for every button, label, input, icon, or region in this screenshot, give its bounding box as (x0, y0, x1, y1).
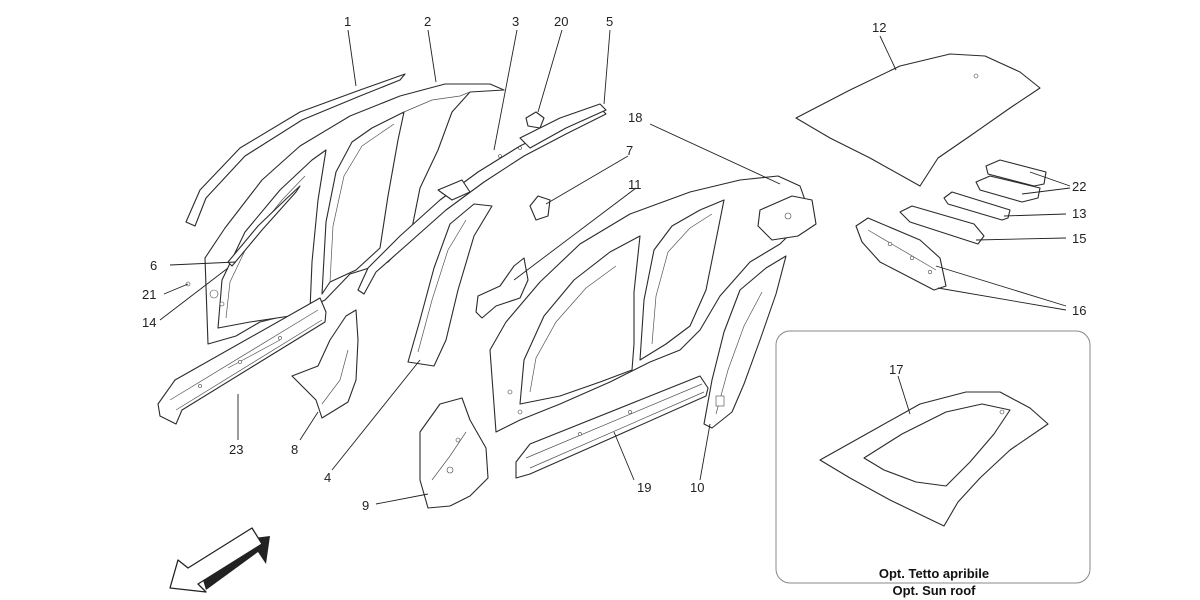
part-22-rear-cross-member[interactable] (985, 159, 1047, 187)
sunroof-option-frame (775, 330, 1091, 584)
callout-14: 14 (142, 315, 156, 330)
part-18-rear-door-opening (639, 199, 725, 361)
part-20-clip[interactable] (525, 111, 545, 129)
part-6-window-channel[interactable] (227, 185, 301, 267)
part-12-roof-panel[interactable] (795, 53, 1041, 187)
callout-7: 7 (626, 143, 633, 158)
callout-3: 3 (512, 14, 519, 29)
callout-2: 2 (424, 14, 431, 29)
part-5-bracket[interactable] (519, 103, 607, 149)
upper-rails (357, 103, 607, 295)
callout-17: 17 (889, 362, 903, 377)
callout-23: 23 (229, 442, 243, 457)
part-15-windshield-header[interactable] (899, 205, 985, 245)
callout-11: 11 (628, 177, 642, 192)
part-3-rail-bracket (437, 179, 471, 201)
callout-8: 8 (291, 442, 298, 457)
left-body-side (185, 73, 505, 345)
sunroof-option-box: Opt. Tetto apribile Opt. Sun roof (775, 330, 1091, 598)
part-8-pillar-bracket[interactable] (291, 309, 359, 419)
part-7-small-bracket[interactable] (529, 195, 551, 221)
part-18-front-door-opening (519, 235, 641, 405)
callout-15: 15 (1072, 231, 1086, 246)
part-3-roof-side-rail[interactable] (357, 107, 607, 295)
callout-20: 20 (554, 14, 568, 29)
callout-12: 12 (872, 20, 886, 35)
callout-13: 13 (1072, 206, 1086, 221)
part-2-rear-door-opening (321, 111, 405, 295)
callout-4: 4 (324, 470, 331, 485)
callout-22: 22 (1072, 179, 1086, 194)
part-13-roof-bow[interactable] (943, 191, 1011, 221)
callout-1: 1 (344, 14, 351, 29)
left-sill (157, 297, 327, 425)
part-11-reinforcement[interactable] (475, 257, 529, 319)
part-23-side-sill[interactable] (157, 297, 327, 425)
part-9-lower-pillar[interactable] (419, 397, 489, 509)
callout-21: 21 (142, 287, 156, 302)
part-17-sunroof-opening (863, 403, 1011, 487)
sunroof-caption-line1: Opt. Tetto apribile (879, 566, 989, 581)
sunroof-caption-line2: Opt. Sun roof (892, 583, 976, 598)
leader-lines (159, 29, 1071, 505)
callout-9: 9 (362, 498, 369, 513)
callout-10: 10 (690, 480, 704, 495)
part-10-c-pillar[interactable] (703, 255, 787, 429)
part-2-front-door-opening (217, 149, 327, 329)
callout-5: 5 (606, 14, 613, 29)
part-4-b-pillar-inner[interactable] (407, 203, 493, 367)
right-body-side (489, 175, 817, 433)
part-1-roof-rail-trim[interactable] (185, 73, 406, 227)
part-22-front-cross-member[interactable] (975, 175, 1041, 203)
callout-numbers: 1 2 3 20 5 12 18 7 11 22 13 15 16 6 21 1… (142, 14, 1086, 513)
callout-6: 6 (150, 258, 157, 273)
callout-16: 16 (1072, 303, 1086, 318)
callout-19: 19 (637, 480, 651, 495)
callout-18: 18 (628, 110, 642, 125)
front-direction-arrow-icon (169, 527, 270, 593)
